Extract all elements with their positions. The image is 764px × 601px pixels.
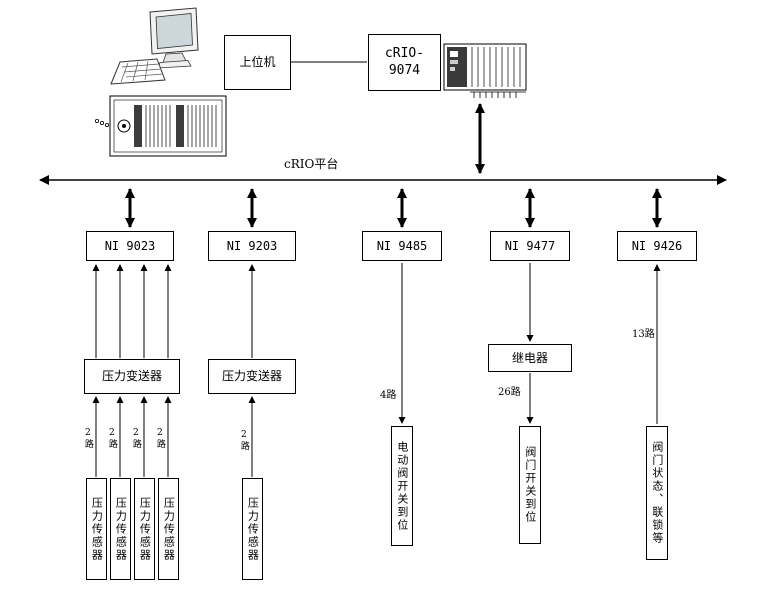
pressure-transmitter-left-box: 压力变送器	[84, 359, 180, 394]
pressure-sensor-box-2: 压力传感器	[110, 478, 131, 580]
cable-dots	[95, 119, 110, 128]
valve-status-box: 阀门状态、联锁等	[646, 426, 668, 560]
channel-label-13lu: 13路	[632, 329, 655, 340]
channel-label-4lu: 4路	[380, 390, 397, 401]
relay-label: 继电器	[511, 350, 548, 365]
pressure-sensor-box-1: 压力传感器	[86, 478, 107, 580]
sensors-to-transmitter-left-arrows	[92, 395, 172, 477]
module-label: NI 9485	[376, 238, 428, 253]
pressure-sensor-label: 压力传感器	[114, 496, 128, 562]
module-box-ni9485: NI 9485	[362, 231, 442, 261]
electric-valve-feedback-label: 电动阀开关到位	[395, 440, 409, 532]
channel-label-2lu-3: 2路	[130, 428, 141, 449]
channel-label-2lu-1: 2路	[82, 428, 93, 449]
channel-label-2lu-2: 2路	[106, 428, 117, 449]
pressure-sensor-label: 压力传感器	[246, 496, 260, 562]
module-label: NI 9477	[504, 238, 556, 253]
pressure-sensor-label: 压力传感器	[90, 496, 104, 562]
module-box-ni9023: NI 9023	[86, 231, 174, 261]
valve-switch-feedback-label: 阀门开关到位	[523, 446, 537, 524]
host-computer-box: 上位机	[224, 35, 291, 90]
valve-status-label: 阀门状态、联锁等	[650, 441, 664, 545]
channel-label-26lu: 26路	[498, 387, 521, 398]
pressure-sensor-label: 压力传感器	[138, 496, 152, 562]
crio-controller-label: cRIO- 9074	[384, 46, 425, 78]
electric-valve-feedback-box: 电动阀开关到位	[391, 426, 413, 546]
module-label: NI 9203	[226, 238, 278, 253]
bus-platform-label: cRIO平台	[284, 157, 339, 171]
pressure-transmitter-label: 压力变送器	[101, 369, 162, 383]
transmitter-left-to-ni9023-arrows	[92, 263, 172, 358]
pressure-sensor-box-3: 压力传感器	[134, 478, 155, 580]
valve-switch-feedback-box: 阀门开关到位	[519, 426, 541, 544]
relay-box: 继电器	[488, 344, 572, 372]
module-box-ni9203: NI 9203	[208, 231, 296, 261]
pressure-transmitter-mid-box: 压力变送器	[208, 359, 296, 394]
pressure-transmitter-label: 压力变送器	[221, 369, 282, 383]
desktop-computer-icon	[110, 7, 199, 85]
module-label: NI 9023	[104, 238, 156, 253]
server-icon	[109, 95, 227, 157]
channel-label-2lu-4: 2路	[154, 428, 165, 449]
module-label: NI 9426	[631, 238, 683, 253]
pressure-sensor-box-4: 压力传感器	[158, 478, 179, 580]
module-box-ni9477: NI 9477	[490, 231, 570, 261]
pressure-sensor-label: 压力传感器	[162, 496, 176, 562]
host-computer-label: 上位机	[239, 55, 276, 69]
module-box-ni9426: NI 9426	[617, 231, 697, 261]
crio-chassis-icon	[443, 43, 527, 98]
bus-module-arrows	[125, 188, 662, 228]
crio-controller-box: cRIO- 9074	[368, 34, 441, 91]
channel-label-2lu-mid: 2路	[238, 430, 249, 451]
pressure-sensor-box-mid: 压力传感器	[242, 478, 263, 580]
